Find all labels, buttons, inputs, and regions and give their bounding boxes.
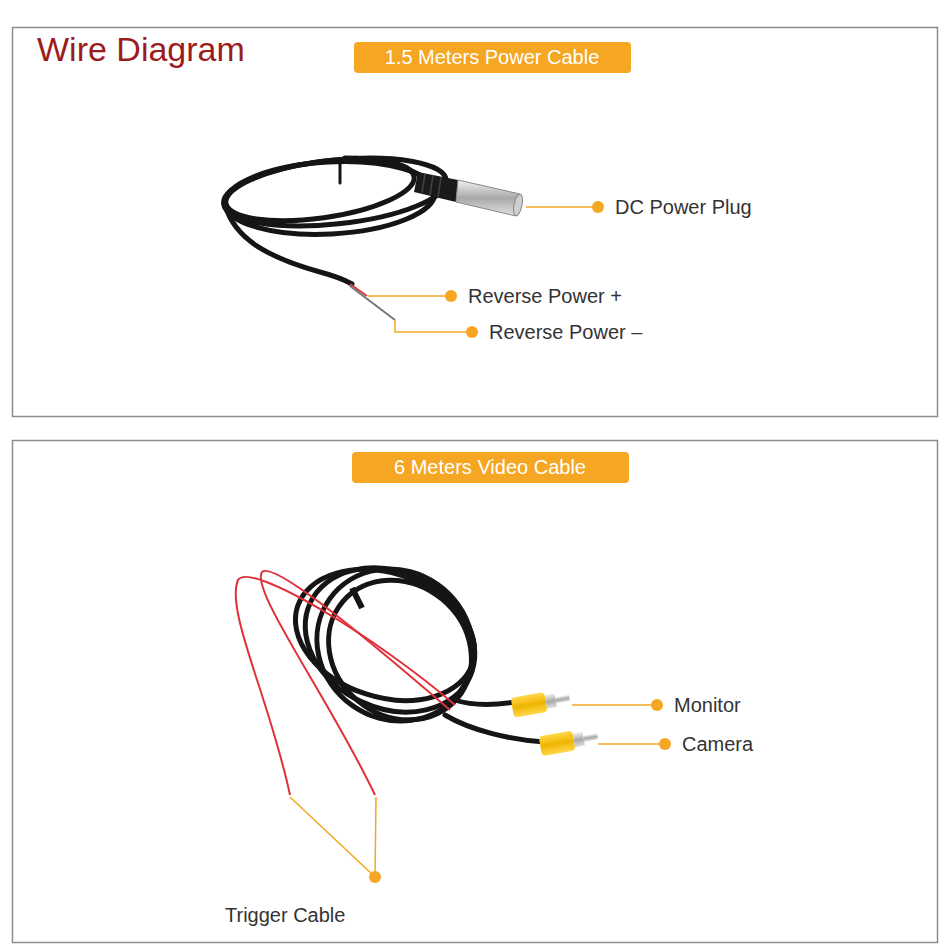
- panel: [13, 441, 938, 943]
- banner-text: 1.5 Meters Power Cable: [385, 46, 600, 69]
- leader-dot: [369, 201, 671, 883]
- dc-plug: [414, 172, 524, 217]
- part-label: Trigger Cable: [225, 904, 345, 927]
- diagram-title: Wire Diagram: [37, 30, 245, 69]
- video-cable: [278, 538, 545, 751]
- part-label: Monitor: [674, 694, 741, 717]
- banner-text: 6 Meters Video Cable: [394, 456, 586, 479]
- part-label: Camera: [682, 733, 753, 756]
- trigger-wire: [261, 571, 450, 795]
- rca-plug: [511, 688, 572, 718]
- part-label: Reverse Power +: [468, 285, 622, 308]
- part-label: DC Power Plug: [615, 196, 752, 219]
- part-label: Reverse Power –: [489, 321, 642, 344]
- panel: [13, 28, 938, 417]
- section-banner: 6 Meters Video Cable: [352, 452, 629, 483]
- rca-plug: [539, 726, 600, 756]
- power-cable: [220, 148, 449, 284]
- leader-line: [290, 207, 665, 877]
- section-banner: 1.5 Meters Power Cable: [354, 42, 631, 73]
